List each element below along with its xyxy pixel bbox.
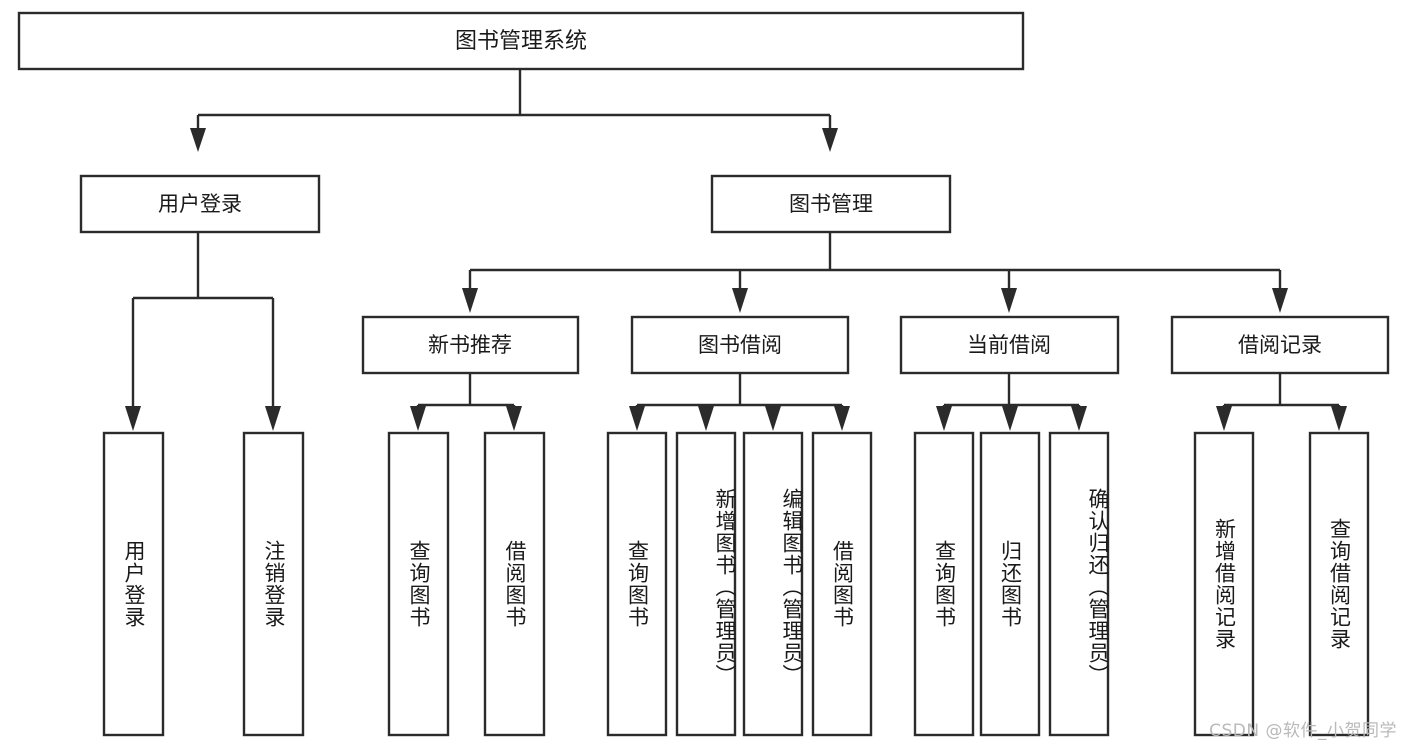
node-borrow-record-box[interactable] — [1170, 315, 1390, 375]
arrow-head-icon — [1331, 406, 1347, 431]
node-current-borrow[interactable]: 当前借阅 — [899, 315, 1120, 375]
arrow-head-icon — [822, 128, 838, 152]
leaf-box-user-login[interactable] — [102, 431, 165, 737]
node-new-book-recommend[interactable]: 新书推荐 — [361, 315, 580, 375]
connector-user-login-to-leaves — [125, 232, 281, 431]
node-book-borrow[interactable]: 图书借阅 — [630, 315, 850, 375]
arrow-head-icon — [1216, 406, 1232, 431]
node-user-login-label: 用户登录 — [158, 192, 242, 216]
arrow-head-icon — [765, 406, 781, 431]
node-current-borrow-label: 当前借阅 — [967, 333, 1051, 357]
node-root-box[interactable] — [17, 11, 1025, 71]
leaf-box-borrow-book-1[interactable] — [483, 431, 546, 737]
arrow-head-icon — [1001, 288, 1017, 313]
arrow-head-icon — [506, 406, 522, 431]
leaf-box-query-book-3[interactable] — [913, 431, 975, 737]
watermark: CSDN @软件_小贺同学 — [1209, 721, 1397, 741]
arrow-head-icon — [698, 406, 714, 431]
leaf-boxes — [102, 431, 1370, 737]
connector-book-manage-to-level3 — [462, 232, 1288, 313]
connector-root-to-level2 — [190, 69, 838, 152]
node-new-book-recommend-box[interactable] — [361, 315, 580, 375]
node-user-login[interactable]: 用户登录 — [79, 174, 321, 234]
arrow-head-icon — [936, 406, 952, 431]
arrow-head-icon — [834, 406, 850, 431]
node-root[interactable]: 图书管理系统 — [17, 11, 1025, 71]
arrow-head-icon — [410, 406, 426, 431]
node-new-book-recommend-label: 新书推荐 — [428, 333, 512, 357]
node-current-borrow-box[interactable] — [899, 315, 1120, 375]
node-user-login-box[interactable] — [79, 174, 321, 234]
leaf-box-return-book[interactable] — [979, 431, 1041, 737]
arrow-head-icon — [732, 288, 748, 313]
leaf-box-add-book[interactable] — [675, 431, 737, 737]
leaf-box-confirm-return[interactable] — [1048, 431, 1110, 737]
leaf-box-borrow-book-2[interactable] — [811, 431, 873, 737]
leaf-box-query-book-2[interactable] — [606, 431, 668, 737]
leaf-box-query-book-1[interactable] — [387, 431, 450, 737]
arrow-head-icon — [462, 288, 478, 313]
arrow-head-icon — [265, 406, 281, 431]
leaf-box-edit-book[interactable] — [742, 431, 804, 737]
arrow-head-icon — [629, 406, 645, 431]
connector-new-book-recommend-to-leaves — [410, 373, 522, 431]
node-book-borrow-box[interactable] — [630, 315, 850, 375]
connector-book-borrow-to-leaves — [629, 373, 850, 431]
connector-borrow-record-to-leaves — [1216, 373, 1347, 431]
arrow-head-icon — [1272, 288, 1288, 313]
leaf-box-query-record[interactable] — [1308, 431, 1370, 737]
node-book-manage[interactable]: 图书管理 — [710, 174, 952, 234]
leaf-box-add-record[interactable] — [1193, 431, 1255, 737]
node-borrow-record[interactable]: 借阅记录 — [1170, 315, 1390, 375]
arrow-head-icon — [125, 406, 141, 431]
connector-current-borrow-to-leaves — [936, 373, 1087, 431]
node-root-label: 图书管理系统 — [455, 29, 587, 54]
leaf-box-logout-login[interactable] — [242, 431, 305, 737]
node-book-borrow-label: 图书借阅 — [698, 333, 782, 357]
arrow-head-icon — [1002, 406, 1018, 431]
node-book-manage-box[interactable] — [710, 174, 952, 234]
arrow-head-icon — [1071, 406, 1087, 431]
node-borrow-record-label: 借阅记录 — [1238, 333, 1322, 357]
node-book-manage-label: 图书管理 — [789, 192, 873, 216]
arrow-head-icon — [190, 128, 206, 152]
